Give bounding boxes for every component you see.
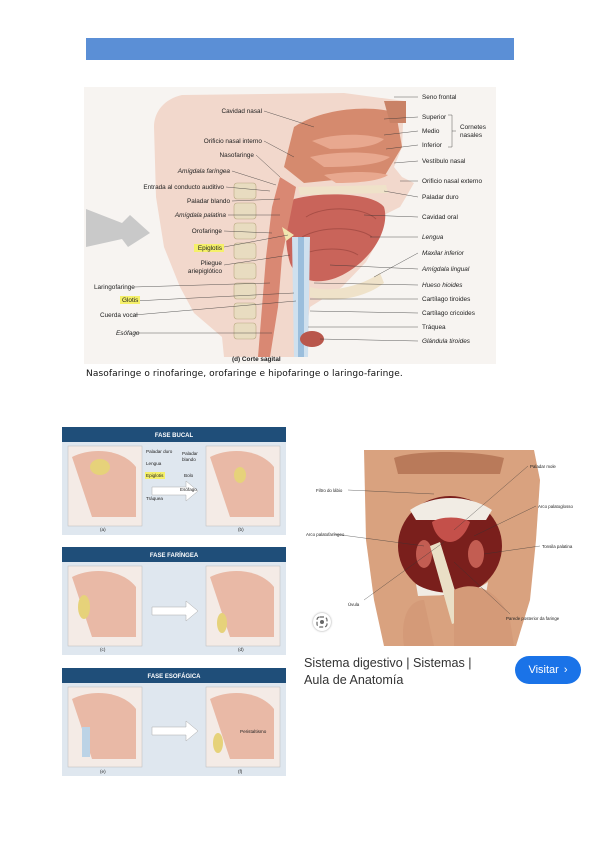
label-traquea-a: Tráquea (146, 496, 163, 501)
phase-title-esofagica: FASE ESOFÁGICA (147, 673, 201, 680)
label-amigdala-palatina: Amígdala palatina (174, 212, 227, 219)
label-nasofaringe: Nasofaringe (220, 152, 255, 159)
label-paladar-duro: Paladar duro (422, 194, 459, 201)
label-esofago-b: Esófago (180, 487, 197, 492)
label-ariepiglotico: ariepiglótico (188, 268, 223, 275)
label-epiglotis: Epiglotis (198, 245, 222, 252)
pointer-arrow-icon (86, 209, 150, 247)
result-title-line1: Sistema digestivo | Sistemas | (304, 656, 472, 670)
swallowing-phases-figure: FASE BUCAL Paladar duro Lengua Epiglotis… (62, 427, 286, 776)
label-superior: Superior (422, 114, 447, 121)
visit-button[interactable]: Visitar › (515, 656, 581, 684)
label-bolo-b: Bolo (184, 473, 194, 478)
phase-bucal: FASE BUCAL Paladar duro Lengua Epiglotis… (62, 427, 286, 535)
panel-label-e: (e) (100, 769, 106, 774)
label-cuerda-vocal: Cuerda vocal (100, 312, 138, 319)
panel-label-c: (c) (100, 647, 106, 652)
label-cartilago-cricoides: Cartílago cricoides (422, 310, 475, 317)
label-amigdala-lingual: Amígdala lingual (421, 266, 470, 273)
label-entrada-conducto-auditivo: Entrada al conducto auditivo (143, 184, 224, 191)
phase-esofagica: FASE ESOFÁGICA Peristaltismo (e) (f) (62, 668, 286, 776)
label-orificio-nasal-interno: Orificio nasal interno (204, 138, 263, 145)
label-pliegue: Pliegue (201, 260, 223, 267)
lens-glyph-icon (316, 616, 328, 628)
label-esofago: Esófago (116, 330, 140, 337)
open-mouth-figure: Paladar mole Filtro do lábio Arco palato… (304, 450, 584, 646)
panel-label-b: (b) (238, 527, 244, 532)
label-nasales: nasales (460, 132, 482, 139)
label-cartilago-tiroides: Cartílago tiroides (422, 296, 470, 303)
chevron-right-icon: › (563, 664, 568, 676)
phase-title-faringea: FASE FARÍNGEA (150, 551, 199, 559)
panel-label-d: (d) (238, 647, 244, 652)
sagittal-section-figure: Cavidad nasal Orificio nasal interno Nas… (84, 87, 496, 364)
phase-title-bucal: FASE BUCAL (155, 433, 194, 439)
phase-faringea: FASE FARÍNGEA (c) (d) (62, 547, 286, 655)
label-glotis: Glotis (122, 297, 138, 304)
label-paladar-blando: Paladar blando (187, 198, 230, 205)
label-amigdala-faringea: Amígdala faríngea (177, 168, 231, 175)
search-result-title[interactable]: Sistema digestivo | Sistemas | Aula de A… (304, 655, 504, 689)
label-paladar-duro-a: Paladar duro (146, 449, 173, 454)
panel-label-f: (f) (238, 769, 243, 774)
result-title-line2: Aula de Anatomía (304, 673, 404, 687)
visit-button-label: Visitar (528, 664, 559, 676)
figure-caption: (d) Corte sagital (232, 356, 281, 363)
label-arco-palatoglosso: Arco palatoglosso (538, 504, 573, 509)
panel-label-a: (a) (100, 527, 106, 532)
label-cavidad-nasal: Cavidad nasal (221, 108, 262, 115)
label-orofaringe: Orofaringe (192, 228, 223, 235)
label-traquea: Tráquea (422, 324, 446, 331)
lens-search-icon[interactable] (313, 613, 331, 631)
label-filtro-do-labio: Filtro do lábio (316, 488, 343, 493)
label-epiglotis-a: Epiglotis (146, 473, 164, 478)
body-text: Nasofaringe o rinofaringe, orofaringe e … (86, 369, 403, 379)
label-medio: Medio (422, 128, 440, 135)
label-orificio-nasal-externo: Orificio nasal externo (422, 178, 482, 185)
label-paladar-mole: Paladar mole (530, 464, 556, 469)
label-hueso-hioides: Hueso hioides (422, 282, 463, 289)
label-lengua-a: Lengua (146, 461, 162, 466)
label-peristaltismo: Peristaltismo (240, 729, 267, 734)
label-lengua: Lengua (422, 234, 444, 241)
label-glandula-tiroides: Glándula tiroides (422, 338, 471, 345)
label-arco-palatofaringeo: Arco palatofaríngeo (306, 532, 345, 537)
label-maxilar-inferior: Maxilar inferior (422, 250, 465, 257)
label-paladar-b: Paladar (182, 451, 198, 456)
label-cavidad-oral: Cavidad oral (422, 214, 458, 221)
label-parede-posterior-faringe: Parede posterior da faringe (506, 616, 560, 621)
label-inferior: Inferior (422, 142, 443, 149)
label-laringofaringe: Laringofaringe (94, 284, 135, 291)
label-uvula: Úvula (348, 602, 360, 607)
label-blando-b: blando (182, 457, 196, 462)
label-seno-frontal: Seno frontal (422, 94, 456, 101)
header-bar (86, 38, 514, 60)
label-vestibulo-nasal: Vestíbulo nasal (422, 158, 465, 165)
label-tonsila-palatina: Tonsila palatina (542, 544, 573, 549)
label-cornetes: Cornetes (460, 124, 486, 131)
